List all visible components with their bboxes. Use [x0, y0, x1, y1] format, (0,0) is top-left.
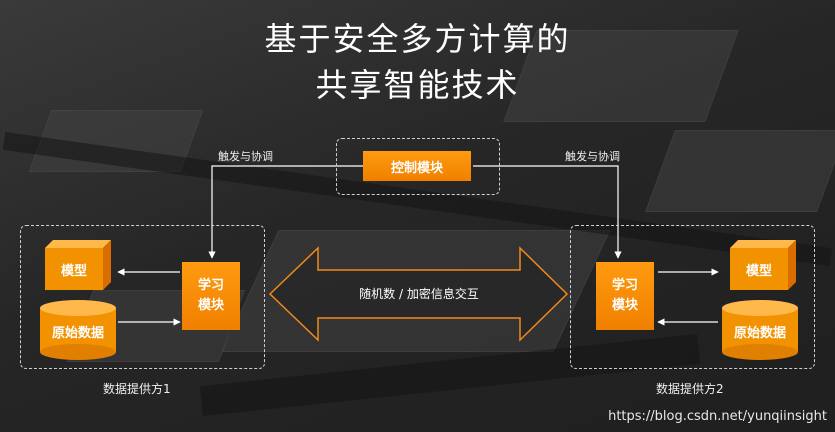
- party1-raw-data: 原始数据: [51, 325, 104, 341]
- party1-rawdata-cylinder: [40, 300, 116, 360]
- title-line-1: 基于安全多方计算的: [264, 20, 571, 58]
- exchange-label: 随机数 / 加密信息交互: [359, 287, 479, 301]
- party2-model: 模型: [745, 263, 772, 279]
- party1-frame: [20, 225, 265, 369]
- party2-rawdata-cylinder: [722, 300, 798, 360]
- party2-caption: 数据提供方2: [656, 382, 724, 396]
- trigger-label-right: 触发与协调: [565, 150, 620, 163]
- party2-learning-module: 学习 模块: [596, 262, 654, 330]
- party2-frame: [570, 225, 815, 369]
- party1-model: 模型: [60, 263, 87, 279]
- control-frame: [336, 138, 500, 195]
- watermark: https://blog.csdn.net/yunqiinsight: [608, 409, 827, 424]
- party2-model-cube: [730, 240, 796, 290]
- party2-raw-data: 原始数据: [733, 325, 786, 341]
- party1-model-cube: [45, 240, 111, 290]
- party1-caption: 数据提供方1: [103, 382, 171, 396]
- trigger-label-left: 触发与协调: [218, 150, 273, 163]
- control-module: 控制模块: [363, 151, 471, 181]
- party1-learning-module: 学习 模块: [182, 262, 240, 330]
- title-line-2: 共享智能技术: [315, 66, 520, 104]
